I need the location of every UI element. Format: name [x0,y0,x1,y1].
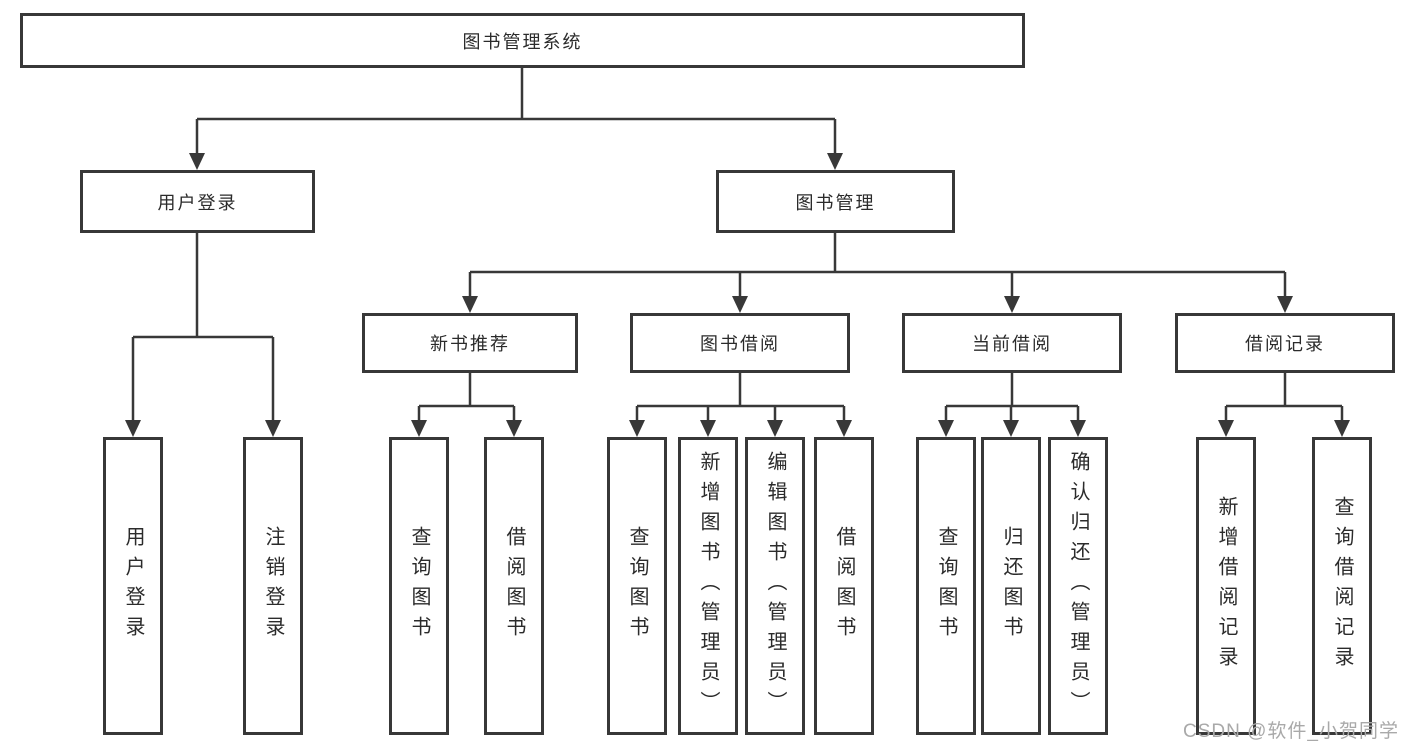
leaf-logout: 注销登录 [243,437,303,735]
node-current-borrow: 当前借阅 [902,313,1122,373]
node-library-management-system: 图书管理系统 [20,13,1025,68]
node-label: 查询图书 [935,526,957,646]
node-label: 查询借阅记录 [1331,496,1353,676]
node-label: 新书推荐 [430,334,510,354]
node-borrow-record: 借阅记录 [1175,313,1395,373]
node-label: 借阅图书 [503,526,525,646]
node-book-borrow: 图书借阅 [630,313,850,373]
leaf-borrow-books-1: 借阅图书 [484,437,544,735]
leaf-edit-books-admin: 编辑图书（管理员） [745,437,805,735]
node-new-book-recommend: 新书推荐 [362,313,578,373]
node-label: 当前借阅 [972,334,1052,354]
leaf-add-borrow-record: 新增借阅记录 [1196,437,1256,735]
node-label: 编辑图书（管理员） [764,451,786,721]
node-book-management-branch: 图书管理 [716,170,955,233]
node-label: 图书管理 [795,192,876,213]
node-label: 用户登录 [122,526,144,646]
leaf-user-login: 用户登录 [103,437,163,735]
leaf-borrow-books-2: 借阅图书 [814,437,874,735]
node-label: 新增图书（管理员） [697,451,719,721]
node-label: 借阅记录 [1245,334,1325,354]
node-label: 图书借阅 [700,334,780,354]
leaf-query-books-3: 查询图书 [916,437,976,735]
node-label: 归还图书 [1000,526,1022,646]
node-label: 注销登录 [262,526,284,646]
node-label: 确认归还（管理员） [1067,451,1089,721]
csdn-watermark: CSDN @软件_小贺同学 [1183,721,1399,742]
leaf-query-books-1: 查询图书 [389,437,449,735]
leaf-query-books-2: 查询图书 [607,437,667,735]
node-label: 图书管理系统 [462,31,583,52]
leaf-confirm-return-admin: 确认归还（管理员） [1048,437,1108,735]
node-label: 查询图书 [626,526,648,646]
node-label: 借阅图书 [833,526,855,646]
leaf-add-books-admin: 新增图书（管理员） [678,437,738,735]
node-user-login-branch: 用户登录 [80,170,315,233]
leaf-return-books: 归还图书 [981,437,1041,735]
node-label: 用户登录 [157,192,238,213]
node-label: 新增借阅记录 [1215,496,1237,676]
node-label: 查询图书 [408,526,430,646]
leaf-query-borrow-record: 查询借阅记录 [1312,437,1372,735]
